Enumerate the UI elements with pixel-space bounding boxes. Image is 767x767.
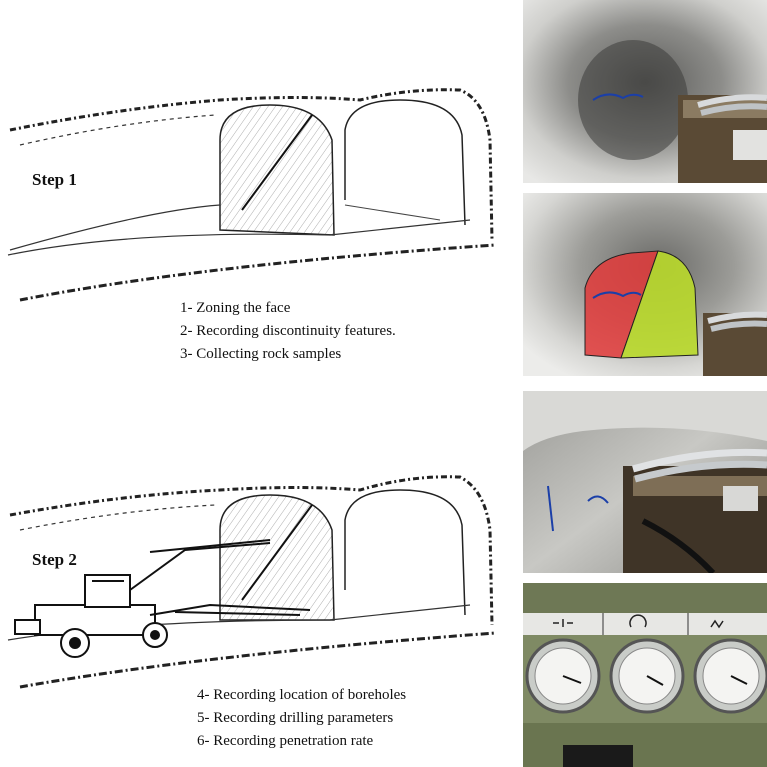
drilling-gauges-photo <box>523 583 767 767</box>
drilling-rig <box>14 539 311 658</box>
zone-red <box>584 250 659 359</box>
tunnel-face-zoned-photo <box>523 193 767 376</box>
step1-label: Step 1 <box>32 170 77 189</box>
step2-item: 5- Recording drilling parameters <box>197 710 394 726</box>
pressure-gauge <box>525 638 601 714</box>
zone-green <box>620 250 699 359</box>
pressure-gauge <box>609 638 685 714</box>
step2-item: 6- Recording penetration rate <box>197 733 374 749</box>
gauge-icon <box>553 614 724 629</box>
step1-item: 2- Recording discontinuity features. <box>180 323 396 339</box>
step1-item: 3- Collecting rock samples <box>180 346 342 362</box>
step2-tunnel-sketch <box>7 475 496 689</box>
pressure-gauge <box>693 638 767 714</box>
step2-label: Step 2 <box>32 550 77 569</box>
step2-list: 4- Recording location of boreholes 5- Re… <box>197 684 406 753</box>
step1-list: 1- Zoning the face 2- Recording disconti… <box>180 297 396 366</box>
step1-item: 1- Zoning the face <box>180 300 291 316</box>
drilling-rig-at-face-photo <box>523 391 767 573</box>
step1-tunnel-sketch <box>7 88 496 302</box>
step2-item: 4- Recording location of boreholes <box>197 687 407 703</box>
tunnel-face <box>219 104 335 236</box>
tunnel-face-photo <box>523 0 767 183</box>
